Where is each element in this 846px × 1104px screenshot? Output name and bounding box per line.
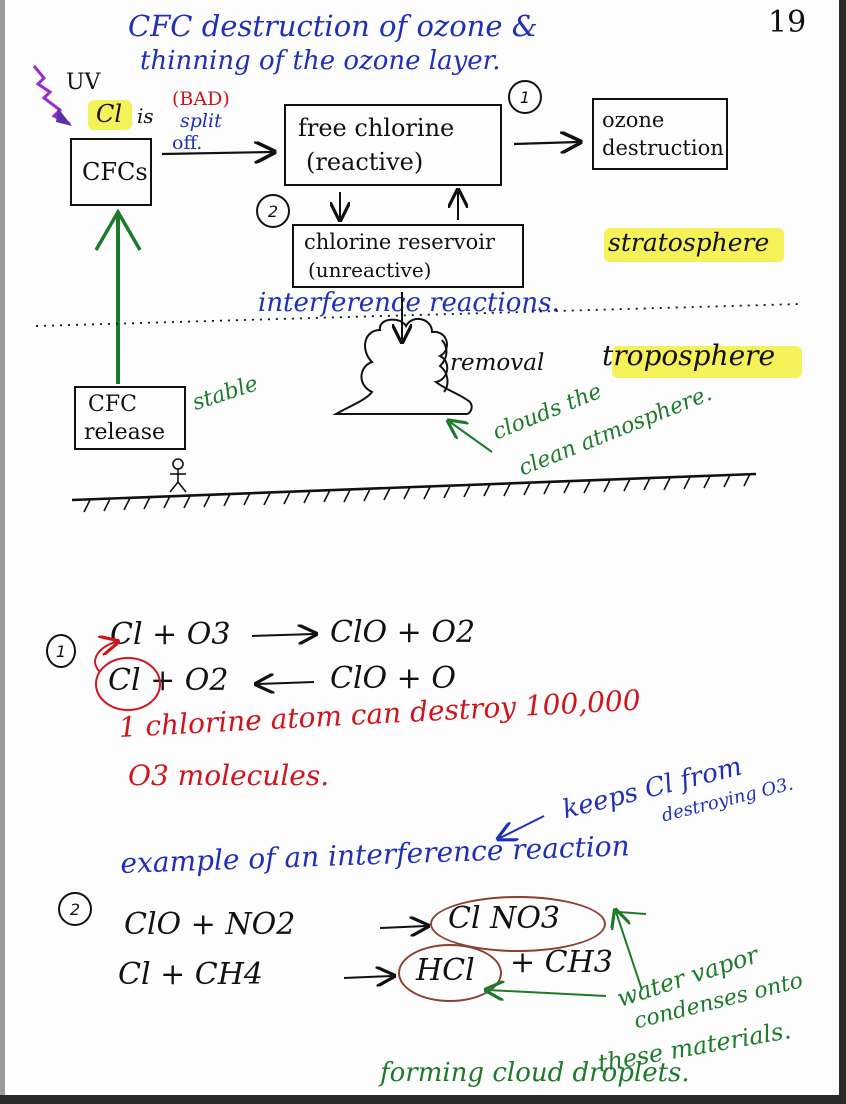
marker-1-label: 1: [519, 87, 531, 107]
cl-recycle-circle: [95, 657, 161, 711]
off-label: off.: [172, 132, 203, 154]
highlight-troposphere: [612, 346, 802, 378]
marker-1-circle: 1: [508, 80, 542, 114]
cfc-release-line-1: CFC: [88, 392, 137, 417]
split-off-arrow: [161, 152, 272, 154]
reaction-2b-left: Cl + CH4: [118, 957, 263, 992]
reaction-2b-rest: + CH3: [510, 945, 613, 980]
person-head: [172, 458, 184, 470]
bad-label: (BAD): [172, 88, 230, 110]
removal-label: removal: [450, 350, 545, 376]
cloud-shape: [332, 317, 473, 415]
reaction-1a-left: Cl + O3: [110, 617, 231, 652]
page-number: 19: [768, 5, 807, 40]
ozone-destruction-box: ozone destruction: [592, 98, 728, 170]
uv-squiggle: [32, 65, 71, 126]
cl-label: Cl: [96, 100, 123, 128]
marker-2-label: 2: [267, 201, 279, 221]
keeps-arrow: [500, 815, 545, 838]
clno3-tick: [617, 911, 647, 915]
tropopause-dotted-line: [35, 303, 801, 327]
reaction-1a-right: ClO + O2: [330, 615, 476, 650]
cfc-release-box: CFC release: [74, 386, 186, 450]
reaction-1b-arrow: [258, 682, 315, 684]
reaction-2a-left: ClO + NO2: [124, 907, 296, 942]
cl-recycle-arrow: [94, 642, 116, 673]
page-edge-bottom: [0, 1095, 846, 1104]
free-chlorine-line-2: (reactive): [306, 148, 424, 176]
is-label: is: [137, 104, 154, 128]
reservoir-line-1: chlorine reservoir: [304, 230, 495, 254]
title-line-1: CFC destruction of ozone &: [128, 9, 538, 43]
reaction-1a-arrow: [251, 634, 314, 636]
cfc-release-line-2: release: [84, 420, 166, 445]
ground-line: [71, 472, 757, 502]
reaction-2b-arrow: [343, 976, 392, 978]
marker-2-circle: 2: [256, 194, 290, 228]
hcl-circle: [398, 944, 502, 1002]
chlorine-note-line-2: O3 molecules.: [128, 759, 330, 792]
reaction-1-marker: 1: [46, 634, 76, 668]
water-arrow-to-clno3: [616, 912, 643, 991]
reaction-2b-product: HCl: [416, 953, 475, 988]
forming-droplets: forming cloud droplets.: [380, 1058, 690, 1088]
reaction-2a-arrow: [379, 926, 426, 928]
ozone-arrow: [513, 142, 578, 144]
highlight-cl: [88, 100, 132, 130]
reaction-1b-left: Cl + O2: [108, 663, 229, 698]
water-arrow-to-hcl: [488, 990, 607, 996]
reaction-1-marker-label: 1: [55, 641, 67, 661]
ozone-line-2: destruction: [602, 136, 724, 160]
cfc-rise-arrowhead: [94, 208, 142, 251]
clouds-note-arrow: [450, 422, 493, 453]
title-line-2: thinning of the ozone layer.: [140, 46, 501, 76]
uv-arrowhead: [56, 108, 72, 126]
page-edge-left: [0, 0, 5, 1104]
free-chlorine-box: free chlorine (reactive): [284, 104, 502, 186]
page-edge-right: [839, 0, 846, 1104]
cfcs-box: CFCs: [70, 138, 152, 206]
ozone-line-1: ozone: [602, 108, 665, 132]
reaction-1b-right: ClO + O: [330, 661, 456, 696]
chlorine-reservoir-box: chlorine reservoir (unreactive): [292, 224, 524, 288]
ground-hatching: [83, 473, 751, 513]
reaction-2a-product: Cl NO3: [448, 901, 561, 936]
cfcs-box-label: CFCs: [82, 158, 148, 186]
removal-brace: [438, 339, 449, 393]
clno3-circle: [430, 896, 606, 952]
stratosphere-label: stratosphere: [608, 228, 770, 257]
split-label: split: [180, 110, 222, 132]
reaction-2-marker-label: 2: [69, 899, 81, 919]
highlight-stratosphere: [604, 228, 784, 262]
reservoir-line-2: (unreactive): [308, 258, 432, 282]
uv-label: UV: [66, 70, 101, 95]
troposphere-label: troposphere: [602, 339, 776, 372]
free-chlorine-line-1: free chlorine: [298, 114, 455, 142]
reaction-2-marker: 2: [58, 892, 92, 926]
